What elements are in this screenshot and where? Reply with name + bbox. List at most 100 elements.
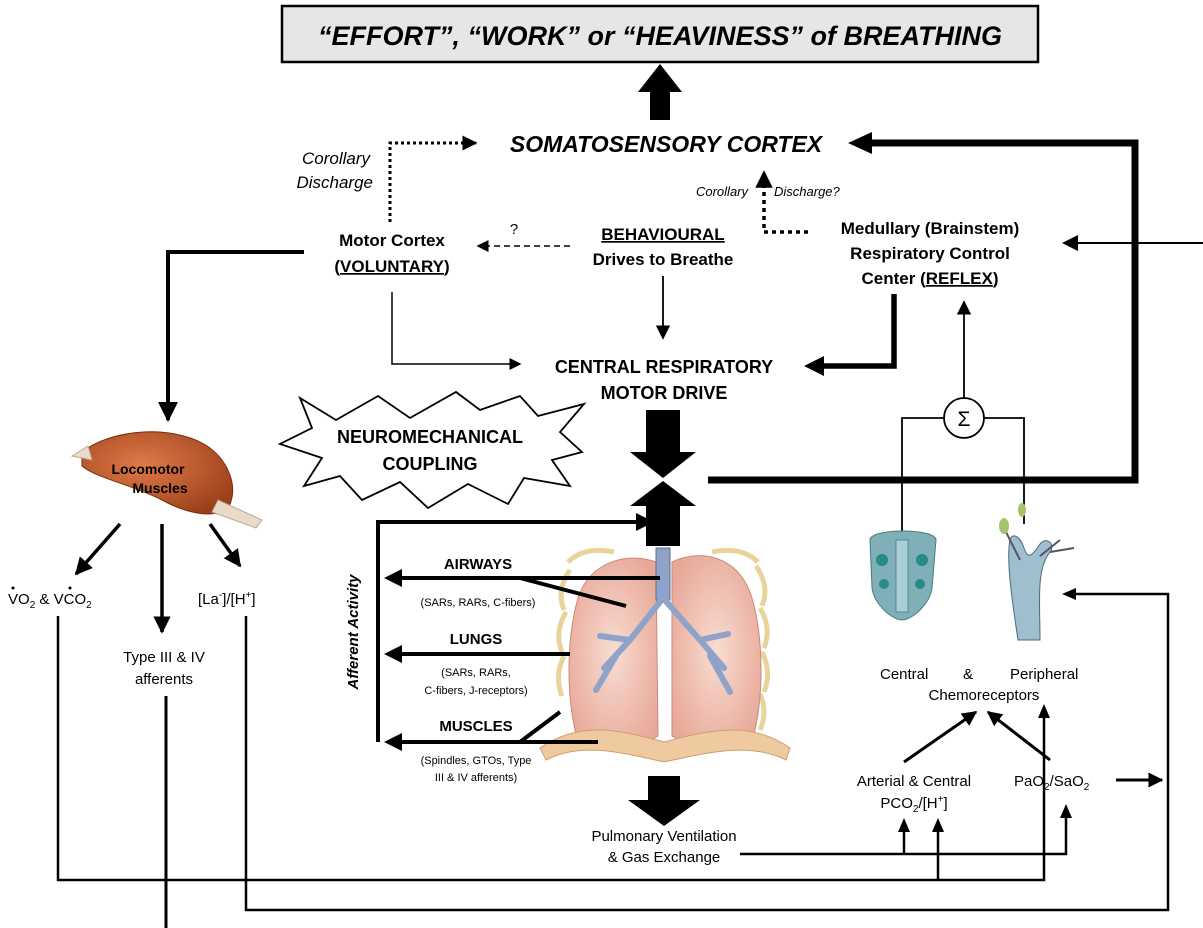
pulmonary-to-pao2-arrowhead bbox=[1060, 804, 1072, 818]
corollary-discharge-left: Corollary Discharge bbox=[296, 143, 476, 222]
vco2-sub: 2 bbox=[86, 600, 92, 611]
medullary-reflex: REFLEX bbox=[926, 269, 994, 288]
chemo-spot-4 bbox=[915, 579, 925, 589]
chemo-line2: Chemoreceptors bbox=[929, 687, 1040, 704]
muscle-to-lactate-arrow bbox=[210, 524, 240, 566]
sigma-left-branch bbox=[902, 418, 944, 532]
svg-text:PCO2/[H+]: PCO2/[H+] bbox=[880, 794, 947, 815]
central-respiratory-motor-drive: CENTRAL RESPIRATORY MOTOR DRIVE bbox=[555, 357, 773, 403]
pulmonary-ventilation-label: Pulmonary Ventilation & Gas Exchange bbox=[591, 828, 736, 866]
type3-afferents-label: Type III & IV afferents bbox=[123, 649, 205, 688]
motor-cortex-paren-close: ) bbox=[444, 257, 450, 276]
vco2-dot bbox=[69, 587, 72, 590]
lung-illustration bbox=[540, 548, 790, 762]
arrow-to-title bbox=[638, 64, 682, 120]
arterial-line1: Arterial & Central bbox=[857, 773, 971, 790]
arterial-pco: PCO bbox=[880, 795, 913, 812]
vo2-v: V bbox=[8, 591, 18, 608]
coupling-to-somatosensory-line bbox=[708, 143, 1135, 480]
corollary-right-dotted-arrow bbox=[764, 172, 808, 232]
vco2-v: V bbox=[54, 591, 64, 608]
pao2-sub2: 2 bbox=[1084, 782, 1090, 793]
up-block-arrow bbox=[630, 481, 696, 546]
motor-cortex: Motor Cortex (VOLUNTARY) bbox=[334, 231, 449, 276]
vo2-dot bbox=[12, 587, 15, 590]
brainstem-stripe bbox=[896, 540, 908, 612]
lactate-label: [La-]/[H+] bbox=[198, 590, 256, 608]
summation-node: Σ bbox=[902, 302, 1024, 532]
behavioural-label: BEHAVIOURAL bbox=[601, 225, 724, 244]
central-drive-line2: MOTOR DRIVE bbox=[601, 383, 728, 403]
central-chemoreceptor-illustration bbox=[870, 531, 936, 620]
afferent-activity-label: Afferent Activity bbox=[345, 574, 362, 691]
svg-text:Center (REFLEX): Center (REFLEX) bbox=[862, 269, 999, 288]
title-box: “EFFORT”, “WORK” or “HEAVINESS” of BREAT… bbox=[282, 6, 1038, 62]
pulmonary-to-pco2-arrowhead bbox=[898, 818, 910, 832]
trachea bbox=[656, 548, 670, 600]
svg-text:[La-]/[H+]: [La-]/[H+] bbox=[198, 590, 256, 608]
lungs-detail-2: C-fibers, J-receptors) bbox=[424, 685, 527, 697]
vo2-feedback-arrowhead bbox=[1038, 704, 1050, 718]
motor-cortex-line1: Motor Cortex bbox=[339, 231, 445, 250]
chemo-peripheral: Peripheral bbox=[1010, 666, 1078, 683]
corollary-left-line2: Discharge bbox=[296, 173, 373, 192]
vo2-vco2-label: VO2 & VCO2 bbox=[8, 587, 92, 612]
behavioural-drives: BEHAVIOURAL Drives to Breathe bbox=[593, 225, 734, 269]
somatosensory-cortex-label: SOMATOSENSORY CORTEX bbox=[510, 131, 824, 157]
to-pulmonary-arrow bbox=[628, 776, 700, 826]
muscles-detail-2: III & IV afferents) bbox=[435, 772, 517, 784]
lungs-afferent: LUNGS (SARs, RARs, C-fibers, J-receptors… bbox=[384, 631, 570, 697]
title-text: “EFFORT”, “WORK” or “HEAVINESS” of BREAT… bbox=[318, 21, 1002, 51]
sigma-symbol: Σ bbox=[958, 408, 971, 431]
muscle-tendon bbox=[212, 500, 262, 528]
neuromechanical-line1: NEUROMECHANICAL bbox=[337, 427, 523, 447]
corollary-left-line1: Corollary bbox=[302, 149, 372, 168]
locomotor-muscle-illustration: Locomotor Muscles bbox=[72, 432, 262, 528]
carotid-node-2 bbox=[1018, 503, 1026, 517]
corollary-discharge-right: Corollary Discharge? bbox=[696, 172, 841, 232]
medullary-line2: Respiratory Control bbox=[850, 244, 1010, 263]
svg-text:VO2 & VCO2: VO2 & VCO2 bbox=[8, 591, 92, 611]
medullary-to-central-arrowhead bbox=[804, 356, 824, 376]
vo2-o: O bbox=[18, 591, 30, 608]
corollary-right-line1: Corollary bbox=[696, 184, 750, 199]
burst-shape bbox=[280, 392, 584, 508]
chemoreceptors-label: Central & Peripheral Chemoreceptors bbox=[880, 666, 1078, 704]
muscles-label: MUSCLES bbox=[439, 718, 512, 735]
airways-detail: (SARs, RARs, C-fibers) bbox=[421, 597, 536, 609]
lungs-arrowhead bbox=[384, 645, 402, 663]
medullary-line1: Medullary (Brainstem) bbox=[841, 219, 1020, 238]
medullary-center: Medullary (Brainstem) Respiratory Contro… bbox=[841, 219, 1020, 288]
neuromechanical-line2: COUPLING bbox=[382, 454, 477, 474]
down-block-arrow bbox=[630, 410, 696, 478]
muscle-tendon-top bbox=[72, 446, 92, 460]
pao2-sa: /SaO bbox=[1050, 773, 1084, 790]
locomotor-line2: Muscles bbox=[132, 480, 187, 496]
motor-to-locomotor-arrow bbox=[168, 252, 304, 420]
pulmonary-line2: & Gas Exchange bbox=[608, 849, 721, 866]
pao2-sao2-label: PaO2/SaO2 bbox=[1014, 773, 1090, 793]
arterial-h: /[H bbox=[918, 795, 937, 812]
central-drive-line1: CENTRAL RESPIRATORY bbox=[555, 357, 773, 377]
motor-to-central-drive-arrow bbox=[392, 292, 520, 364]
sigma-right-branch bbox=[984, 418, 1024, 524]
chemo-spot-1 bbox=[876, 554, 888, 566]
lung-right bbox=[672, 556, 761, 747]
arterial-close: ] bbox=[943, 795, 947, 812]
question-mark: ? bbox=[510, 221, 518, 238]
medullary-line3-suffix: ) bbox=[993, 269, 999, 288]
vco2-co: CO bbox=[64, 591, 87, 608]
muscles-diag bbox=[520, 712, 560, 742]
lactate-c: ] bbox=[251, 591, 255, 608]
lactate-a: [La bbox=[198, 591, 220, 608]
pco2-to-chemo-arrow bbox=[904, 712, 976, 762]
airways-arrowhead bbox=[384, 569, 402, 587]
lactate-feedback-arrowhead bbox=[1062, 588, 1076, 600]
arterial-pco2-label: Arterial & Central PCO2/[H+] bbox=[857, 773, 971, 815]
corollary-left-dotted-arrow bbox=[390, 143, 476, 222]
motor-cortex-voluntary: VOLUNTARY bbox=[340, 257, 445, 276]
lungs-label: LUNGS bbox=[450, 631, 503, 648]
muscles-arrowhead bbox=[384, 733, 402, 751]
lactate-b: ]/[H bbox=[222, 591, 245, 608]
